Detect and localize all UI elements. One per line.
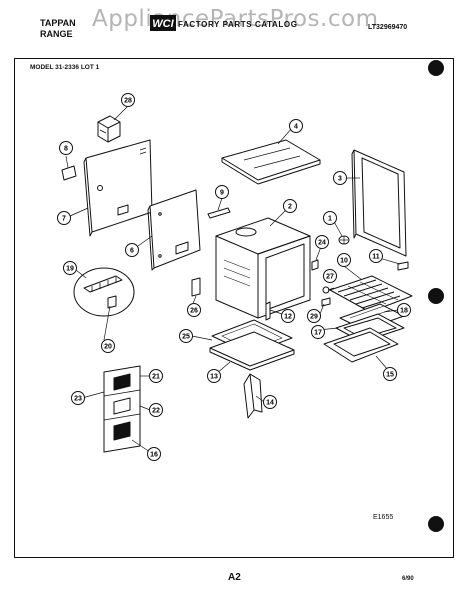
brand-block: TAPPAN RANGE [40,18,76,40]
svg-text:17: 17 [314,330,322,337]
svg-text:12: 12 [284,314,292,321]
svg-text:16: 16 [150,452,158,459]
svg-text:2: 2 [288,204,292,211]
part-28-vent-duct [97,115,121,143]
svg-text:26: 26 [190,308,198,315]
part-26-element [191,277,201,297]
binder-hole-middle [428,288,444,304]
part-1-knob [338,235,350,245]
binder-hole-top [428,60,444,76]
part-29-screw [321,297,331,307]
callout-22: 22 [149,403,163,417]
callout-10: 10 [337,253,351,267]
callout-25: 25 [179,329,193,343]
svg-text:21: 21 [152,374,160,381]
callout-3: 3 [333,171,347,185]
callout-27: 27 [323,269,337,283]
illustration-code: E1655 [373,514,394,521]
callout-12: 12 [281,309,295,323]
callout-9: 9 [215,185,229,199]
svg-text:14: 14 [266,400,274,407]
svg-text:19: 19 [66,266,74,273]
callouts: 28 8 7 6 9 2 4 3 1 24 11 10 27 29 17 18 … [57,93,411,461]
callout-8: 8 [59,141,73,155]
catalog-number: LT32969470 [368,24,408,31]
wci-logo: WCI [150,15,176,31]
svg-text:4: 4 [294,124,298,131]
part-16-21-22-controls [103,365,141,453]
callout-16: 16 [147,447,161,461]
callout-15: 15 [383,367,397,381]
page-number: A2 [228,572,241,583]
svg-text:WCI: WCI [152,18,174,30]
catalog-title: FACTORY PARTS CATALOG [178,20,298,29]
callout-23: 23 [71,391,85,405]
brand-name: TAPPAN [40,18,76,28]
part-11-screw [397,261,409,271]
part-6-side-panel [147,189,201,271]
svg-text:28: 28 [124,98,132,105]
svg-text:23: 23 [74,396,82,403]
callout-4: 4 [289,119,303,133]
svg-text:18: 18 [400,308,408,315]
svg-text:20: 20 [104,344,112,351]
part-12-leg [265,301,271,321]
callout-17: 17 [311,325,325,339]
part-2-oven-liner [215,217,311,319]
binder-hole-bottom [428,516,444,532]
product-type: RANGE [40,29,73,39]
part-7-back-panel [83,139,153,237]
callout-2: 2 [283,199,297,213]
svg-text:29: 29 [310,314,318,321]
svg-text:6: 6 [130,248,134,255]
diagram-frame [14,58,454,558]
part-4-cooktop [221,139,321,185]
svg-text:15: 15 [386,372,394,379]
svg-text:7: 7 [62,216,66,223]
callout-14: 14 [263,395,277,409]
svg-text:24: 24 [318,240,326,247]
part-10-oven-rack [329,275,413,313]
callout-7: 7 [57,211,71,225]
part-19-terminal-block [73,267,135,317]
callout-21: 21 [149,369,163,383]
callout-19: 19 [63,261,77,275]
part-8-block [61,165,77,181]
callout-20: 20 [101,339,115,353]
part-24-clip [311,259,319,271]
date-code: 6/90 [402,576,414,582]
svg-text:8: 8 [64,146,68,153]
callout-26: 26 [187,303,201,317]
callout-18: 18 [397,303,411,317]
part-14-burner [243,373,263,419]
part-3-door-frame [351,149,407,257]
callout-1: 1 [323,211,337,225]
svg-text:3: 3 [338,176,342,183]
model-line: MODEL 31-2336 LOT 1 [30,64,100,71]
svg-text:13: 13 [210,374,218,381]
svg-text:22: 22 [152,408,160,415]
svg-text:10: 10 [340,258,348,265]
callout-29: 29 [307,309,321,323]
svg-text:1: 1 [328,216,332,223]
svg-text:25: 25 [182,334,190,341]
svg-text:27: 27 [326,274,334,281]
part-9-bracket [207,207,231,219]
callout-13: 13 [207,369,221,383]
part-15-drawer-frame [323,327,399,363]
callout-6: 6 [125,243,139,257]
callout-24: 24 [315,235,329,249]
svg-text:9: 9 [220,190,224,197]
part-13-broiler-drawer [209,331,295,371]
callout-11: 11 [369,249,383,263]
svg-text:11: 11 [372,254,380,261]
watermark: AppliancePartsPros.com [92,6,379,32]
callout-28: 28 [121,93,135,107]
